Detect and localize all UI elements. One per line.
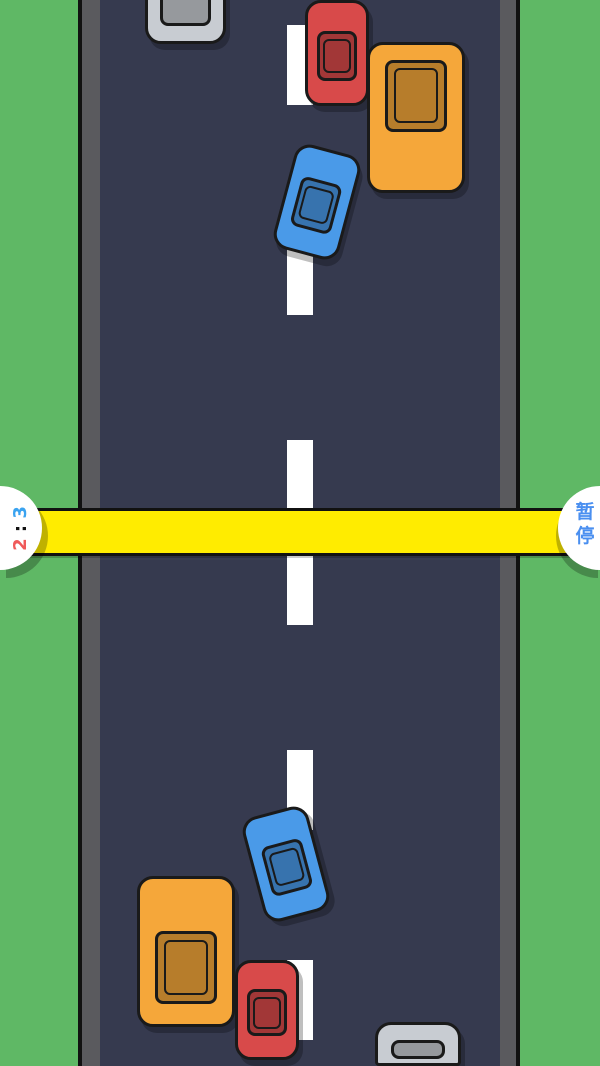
top-orange-truck [367,42,465,193]
score-right: 3 [9,505,31,519]
score-display: 2 : 3 [0,488,40,568]
top-red-car [305,0,369,106]
pause-label-line1: 暂 [575,501,595,523]
bottom-gray-car [375,1022,461,1066]
finish-bar [30,508,570,556]
score-left: 2 [9,537,31,551]
bottom-red-car [235,960,299,1060]
score-separator: : [9,524,31,532]
pause-label-line2: 停 [575,525,595,547]
top-gray-car [145,0,226,44]
pause-label[interactable]: 暂 停 [570,500,600,548]
bottom-orange-truck [137,876,235,1027]
lane-dash [287,545,313,625]
lane-dash [287,440,313,520]
